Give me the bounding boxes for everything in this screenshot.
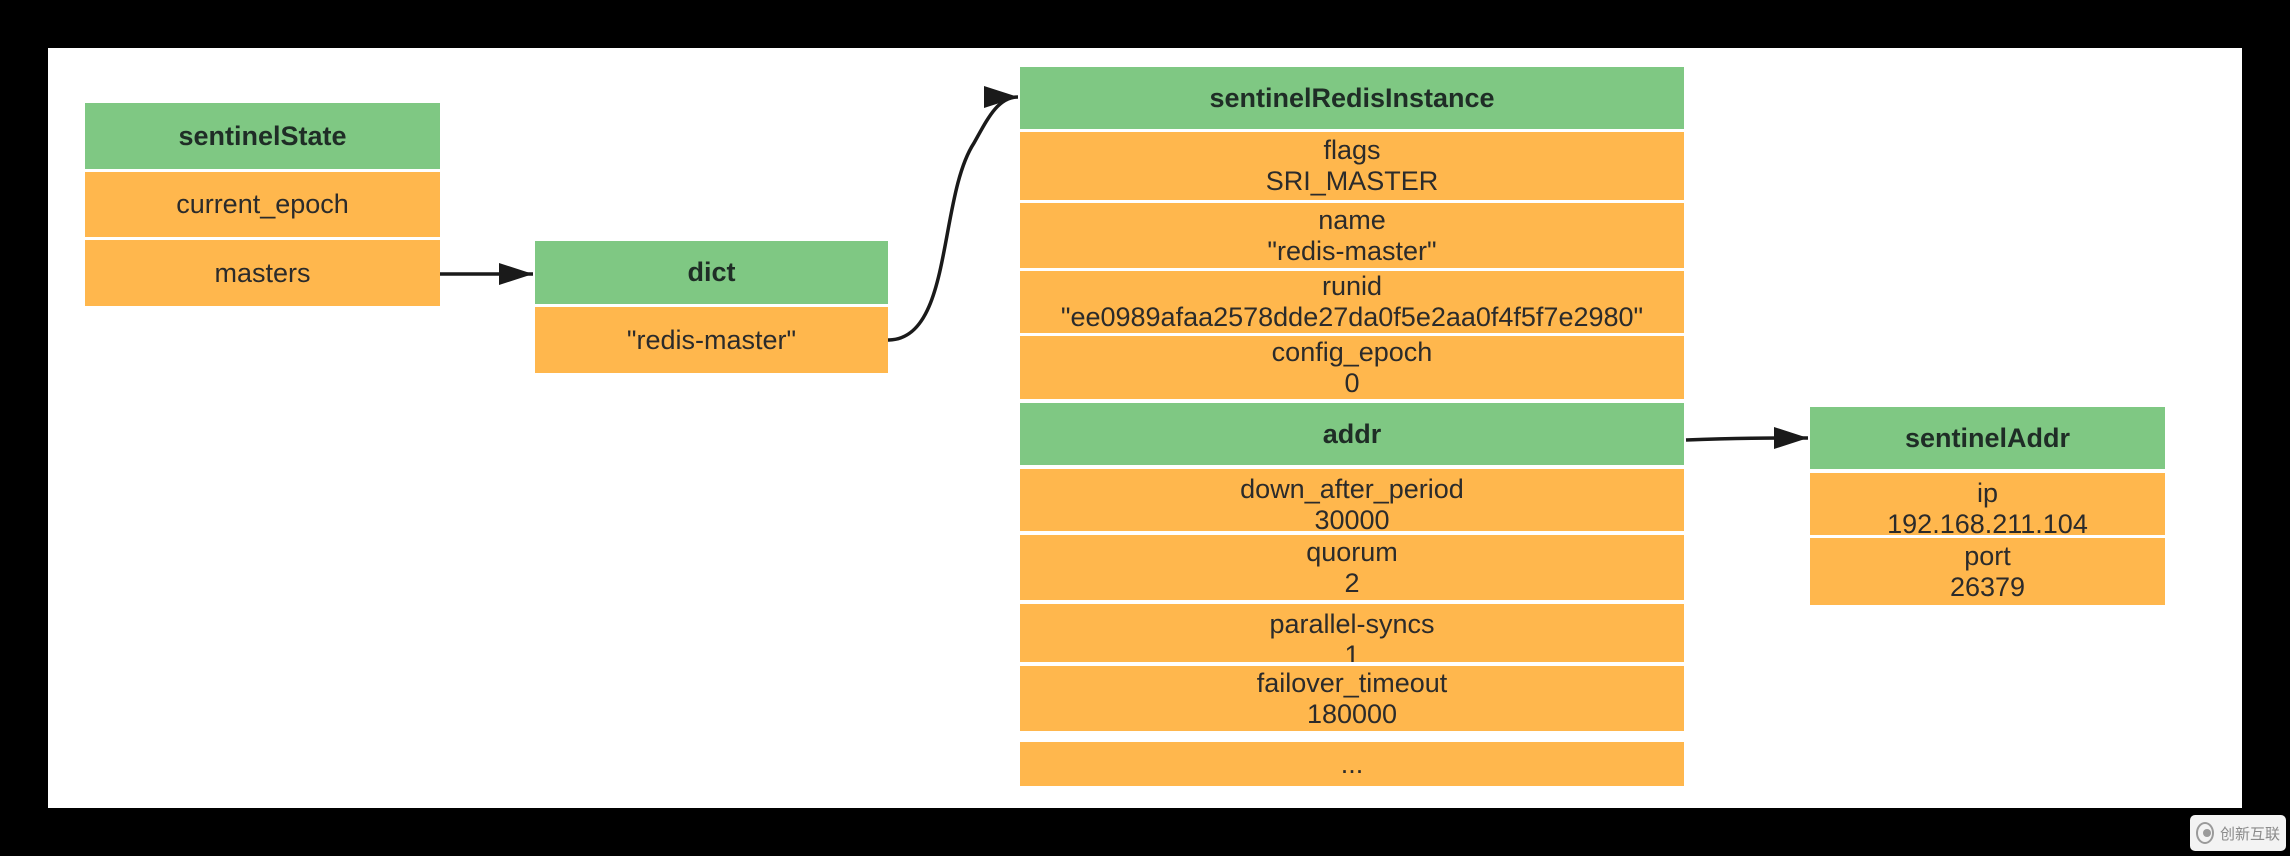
field-value: 30000	[1314, 505, 1390, 531]
brand-logo-icon	[2196, 822, 2214, 844]
instance-field-config-epoch: config_epoch 0	[1020, 336, 1684, 399]
field-name: port	[1964, 540, 2011, 571]
instance-field-flags: flags SRI_MASTER	[1020, 132, 1684, 200]
diagram-canvas: sentinelState current_epoch masters dict…	[48, 48, 2242, 808]
sentinel-addr-port: port 26379	[1810, 538, 2165, 605]
instance-field-failover-timeout: failover_timeout 180000	[1020, 666, 1684, 731]
instance-field-quorum: quorum 2	[1020, 535, 1684, 600]
field-name: flags	[1323, 135, 1381, 165]
field-value: 0	[1344, 367, 1360, 398]
sentinel-state-current-epoch: current_epoch	[85, 172, 440, 237]
field-value: 2	[1344, 567, 1360, 598]
dict-entry: "redis-master"	[535, 307, 888, 373]
instance-field-parallel-syncs: parallel-syncs 1	[1020, 604, 1684, 662]
instance-field-down-after-period: down_after_period 30000	[1020, 469, 1684, 531]
brand-watermark: 创新互联	[2190, 815, 2286, 851]
field-name: quorum	[1306, 536, 1398, 567]
sentinel-state-masters: masters	[85, 240, 440, 306]
field-name: runid	[1321, 271, 1383, 301]
field-name: down_after_period	[1240, 474, 1464, 504]
field-name: ip	[1976, 478, 1998, 508]
instance-field-runid: runid "ee0989afaa2578dde27da0f5e2aa0f4f5…	[1020, 271, 1684, 333]
sentinel-addr-header: sentinelAddr	[1810, 407, 2165, 469]
field-value: 26379	[1949, 571, 2026, 602]
instance-field-ellipsis: ...	[1020, 742, 1684, 786]
arrow-dict-to-instance	[887, 86, 1019, 342]
connector-arrows	[440, 86, 1809, 450]
field-value: 180000	[1306, 698, 1398, 729]
field-value: "ee0989afaa2578dde27da0f5e2aa0f4f5f7e298…	[1060, 302, 1644, 332]
field-value: 192.168.211.104	[1887, 509, 2088, 535]
field-name: parallel-syncs	[1269, 609, 1435, 639]
sentinel-addr-ip: ip 192.168.211.104	[1810, 473, 2165, 535]
field-name: config_epoch	[1271, 336, 1433, 367]
dict-header: dict	[535, 241, 888, 304]
sentinel-redis-instance-header: sentinelRedisInstance	[1020, 67, 1684, 129]
arrow-addr-to-sentinel-addr	[1685, 427, 1809, 450]
field-name: name	[1318, 204, 1386, 235]
watermark-text: 创新互联	[2219, 825, 2280, 843]
instance-addr-header: addr	[1020, 403, 1684, 465]
field-value: "redis-master"	[1267, 235, 1437, 266]
field-value: 1	[1344, 640, 1360, 662]
instance-field-name: name "redis-master"	[1020, 203, 1684, 268]
sentinel-state-header: sentinelState	[85, 103, 440, 169]
field-value: SRI_MASTER	[1265, 166, 1439, 196]
field-name: failover_timeout	[1256, 667, 1448, 698]
